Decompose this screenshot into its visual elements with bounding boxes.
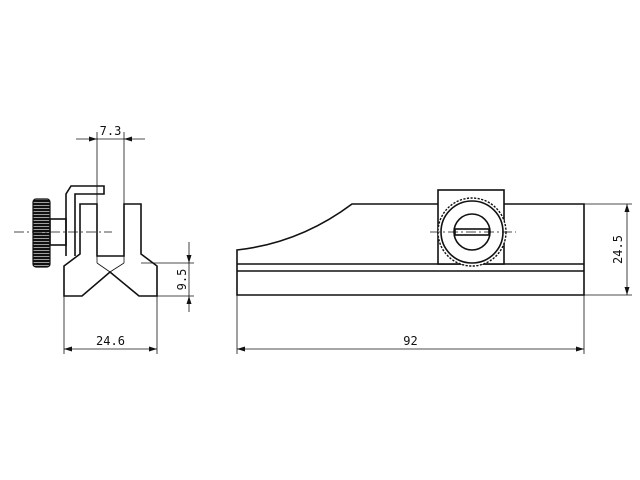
dim-9-5-arrow-top [186, 255, 192, 263]
dim-24-6-label: 24.6 [96, 334, 125, 348]
dim-7-3-arrow-left [89, 136, 97, 142]
slider-body [236, 203, 585, 296]
dim-24-6-arrow-left [64, 346, 72, 352]
dim-7-3-label: 7.3 [100, 124, 122, 138]
dim-24-5-arrow-bottom [624, 287, 630, 295]
v-block-body [63, 203, 158, 297]
dim-24-5-arrow-top [624, 204, 630, 212]
clamp-arm [65, 185, 105, 256]
dim-24-6-arrow-right [149, 346, 157, 352]
dim-7-3-arrow-right [124, 136, 132, 142]
dim-92-arrow-right [576, 346, 584, 352]
v-groove-top [96, 262, 125, 273]
dim-24-5-label: 24.5 [611, 235, 625, 264]
dim-9-5-label: 9.5 [175, 269, 189, 291]
dim-92-label: 92 [403, 334, 417, 348]
dim-92-arrow-left [237, 346, 245, 352]
dim-9-5-arrow-bottom [186, 296, 192, 304]
thumb-screw-knurl [32, 198, 51, 268]
side-view: 7.3 9.5 24.6 [14, 124, 194, 354]
front-view: 24.5 92 [236, 189, 632, 354]
